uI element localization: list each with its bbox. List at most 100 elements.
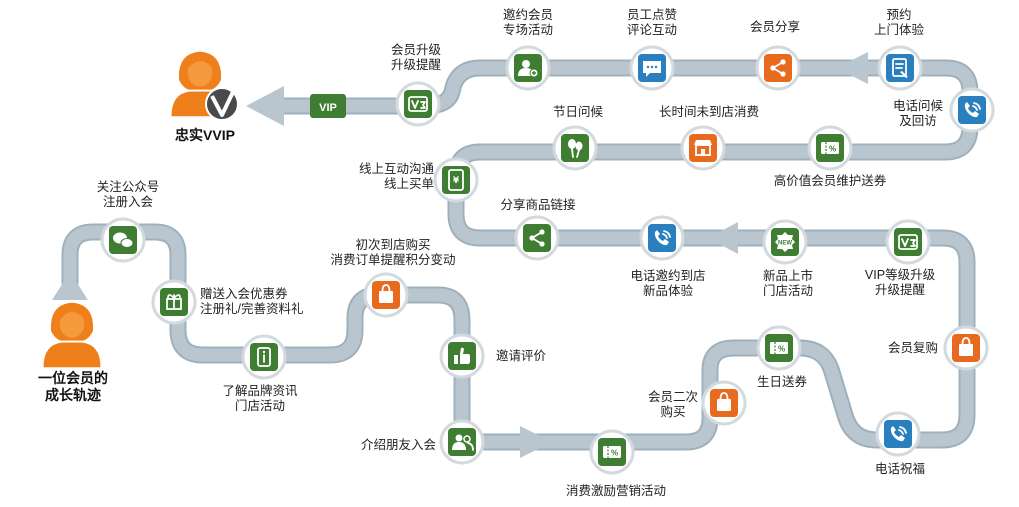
node-incentive: % [589,429,635,475]
label-incentive-line1: 消费激励营销活动 [565,484,666,498]
node-tile [523,224,551,252]
phone-icon [964,102,981,118]
node-rebuy [943,325,989,371]
label-online: 线上互动沟通 线上买单 [336,162,434,192]
label-highvalue: 高价值会员维护送券 [760,174,900,189]
vip-card-text: VIP [319,102,337,114]
phone-icon [890,426,907,442]
label-review: 邀请评价 [496,349,546,364]
shopping-bag-icon [959,337,973,356]
label-vipup: VIP等级升级 升级提醒 [852,268,948,298]
node-online: ¥ [433,157,479,203]
add-user-icon [518,60,539,78]
shopping-bag-icon [717,392,731,411]
chat-icon [643,61,661,77]
label-newprod-line2: 门店活动 [762,284,813,298]
label-callback-line1: 电话问候 [892,99,943,113]
label-birthday: 生日送券 [757,375,807,390]
label-follow-line2: 注册入会 [102,195,153,209]
share-icon [529,229,545,247]
node-highvalue: % [807,125,853,171]
node-tile [689,134,717,162]
node-callback [949,87,995,133]
label-holiday: 节日问候 [540,105,616,120]
label-info-line2: 门店活动 [234,399,285,413]
node-tile [958,96,986,124]
node-gift [151,279,197,325]
label-newprod: 新品上市 门店活动 [748,269,828,299]
end-person-icon [171,51,229,117]
label-vipup-line2: 升级提醒 [874,283,925,297]
node-tile [514,54,542,82]
svg-text:%: % [778,345,785,354]
vip-card-icon: VIP [310,94,346,118]
label-exclusive-line2: 专场活动 [502,23,553,37]
label-second-line1: 会员二次 [647,390,698,404]
node-invite [639,215,685,261]
label-membershare-line1: 会员分享 [749,20,800,34]
label-newprod-line1: 新品上市 [762,269,813,283]
label-gift-line1: 赠送入会优惠券 [200,287,288,301]
label-invite: 电话邀约到店 新品体验 [618,269,718,299]
start-label-line2: 成长轨迹 [45,387,101,403]
node-follow [100,217,146,263]
label-longtime-line1: 长时间未到店消费 [658,105,759,119]
label-share: 分享商品链接 [486,198,590,213]
node-refer [439,419,485,465]
left-arrow-middle [708,222,738,254]
label-holiday-line1: 节日问候 [552,105,603,119]
vip-upgrade-icon [408,96,428,112]
node-exclusive [505,45,551,91]
node-longtime [680,125,726,171]
label-gift: 赠送入会优惠券 注册礼/完善资料礼 [200,287,303,317]
label-exclusive-line1: 邀约会员 [502,8,553,22]
end-left-arrow [246,86,284,126]
node-firstbuy [363,272,409,318]
track [63,61,977,449]
node-holiday [552,125,598,171]
label-info: 了解品牌资讯 门店活动 [210,384,310,414]
coupon-icon: % [770,342,788,354]
gift-icon [166,294,182,310]
label-vipup-line1: VIP等级升级 [864,268,936,282]
info-phone-icon [257,347,271,367]
label-callback: 电话问候 及回访 [880,99,956,129]
left-arrow-top [836,52,868,84]
label-review-line1: 邀请评价 [496,349,547,363]
svg-text:¥: ¥ [453,176,460,186]
node-tile [884,420,912,448]
label-upgrade-line2: 升级提醒 [390,58,441,72]
balloons-icon [568,139,583,158]
vip-upgrade-icon [898,234,918,250]
label-staffpraise-line2: 评论互动 [626,23,677,37]
node-vipup [885,219,931,265]
label-staffpraise-line1: 员工点赞 [626,8,677,22]
label-rebuy: 会员复购 [866,341,938,356]
mobile-pay-icon: ¥ [448,169,464,191]
label-upgrade-line1: 会员升级 [390,43,441,57]
share-icon [770,59,786,77]
node-tile [448,428,476,456]
thumbs-up-icon [454,347,470,364]
phone-icon [654,230,671,246]
svg-text:%: % [611,449,618,458]
node-tile [561,134,589,162]
node-membershare [755,45,801,91]
label-online-line1: 线上互动沟通 [358,162,434,176]
new-badge-icon: NEW [775,232,795,252]
node-second [701,380,747,426]
label-staffpraise: 员工点赞 评论互动 [614,8,690,38]
node-tile [764,54,792,82]
label-second: 会员二次 购买 [638,390,708,420]
node-tile [648,224,676,252]
label-info-line1: 了解品牌资讯 [222,384,298,398]
label-callback-line2: 及回访 [899,114,937,128]
label-refer: 介绍朋友入会 [340,438,436,453]
node-review [439,333,485,379]
label-gift-line2: 注册礼/完善资料礼 [200,302,304,316]
label-bless-line1: 电话祝福 [874,462,925,476]
label-longtime: 长时间未到店消费 [644,105,774,120]
label-birthday-line1: 生日送券 [757,375,808,389]
label-online-line2: 线上买单 [383,177,434,191]
